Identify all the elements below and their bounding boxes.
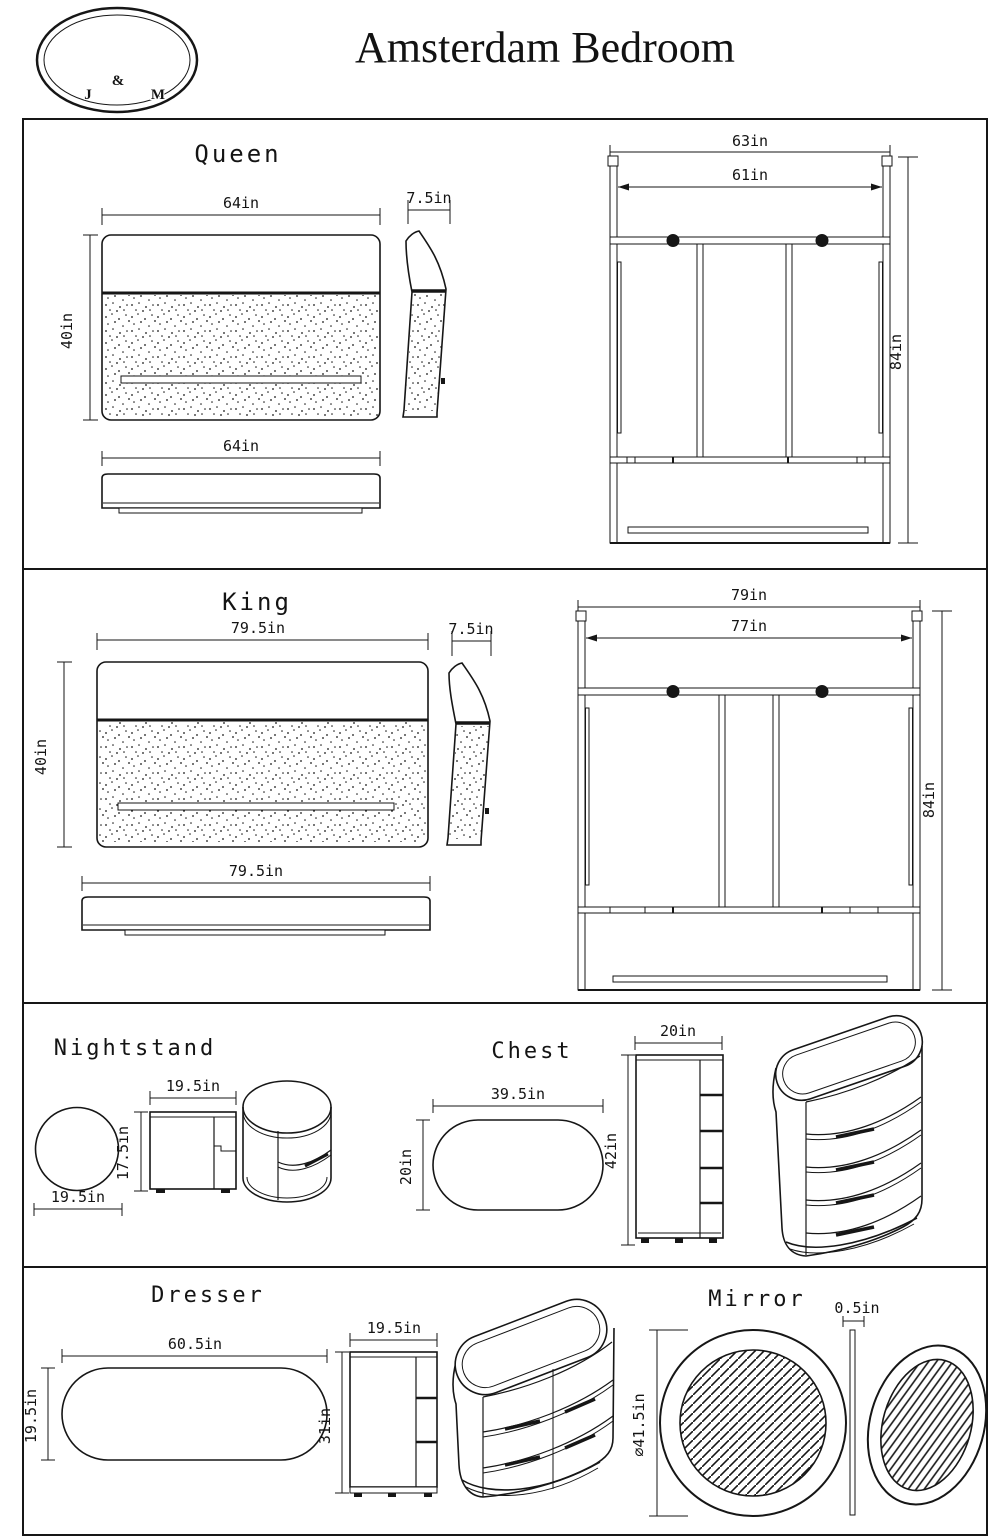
queen-frame-top-view: 63in 61in: [607, 132, 918, 544]
queen-footboard-view: 64in: [101, 437, 381, 514]
mirror-title: Mirror: [708, 1287, 805, 1312]
queen-headboard-side-view: 7.5in: [402, 189, 452, 418]
dresser-side-depth-dim: 19.5in: [367, 1319, 421, 1337]
chest-3d-view: [772, 1014, 924, 1257]
king-section: King 79.5in 40in 7.5in: [22, 568, 988, 1004]
chest-top-view: 39.5in 20in: [397, 1085, 604, 1211]
queen-frame-inner-width-dim: 61in: [732, 166, 768, 184]
chest-top-depth-dim: 20in: [397, 1149, 415, 1185]
nightstand-front-height-dim: 17.5in: [114, 1126, 132, 1180]
dresser-top-view: 60.5in 19.5in: [24, 1335, 328, 1461]
page-title: Amsterdam Bedroom: [354, 23, 736, 72]
nightstand-3d-view: [242, 1080, 332, 1203]
queen-headboard-height-dim: 40in: [58, 313, 76, 349]
nightstand-front-width-dim: 19.5in: [166, 1077, 220, 1095]
nightstand-title: Nightstand: [54, 1036, 216, 1061]
dresser-side-view: 19.5in 31in: [316, 1319, 438, 1497]
queen-headboard-width-dim: 64in: [223, 194, 259, 212]
queen-headboard-front-view: 64in 40in: [58, 194, 381, 421]
nightstand-chest-section: Nightstand 19.5in 19.5in 17.5in: [22, 1002, 988, 1268]
dresser-top-width-dim: 60.5in: [168, 1335, 222, 1353]
nightstand-top-diameter-dim: 19.5in: [51, 1188, 105, 1206]
king-frame-top-view: 79in 77in: [575, 586, 952, 991]
logo-letter-m: M: [151, 87, 165, 103]
king-footboard-width-dim: 79.5in: [229, 862, 283, 880]
dresser-top-depth-dim: 19.5in: [24, 1389, 40, 1443]
chest-height-dim: 42in: [602, 1133, 620, 1169]
chest-side-depth-dim: 20in: [660, 1022, 696, 1040]
logo-ellipse-inner: [43, 14, 191, 106]
king-title: King: [222, 588, 292, 616]
mirror-3d-view: [866, 1344, 986, 1506]
chest-top-width-dim: 39.5in: [491, 1085, 545, 1103]
nightstand-top-view: 19.5in: [33, 1106, 123, 1216]
queen-footboard-width-dim: 64in: [223, 437, 259, 455]
nightstand-front-view: 19.5in 17.5in: [114, 1077, 237, 1193]
mirror-thickness-dim: 0.5in: [834, 1299, 879, 1317]
dresser-title: Dresser: [151, 1283, 265, 1308]
mirror-side-view: 0.5in: [834, 1299, 880, 1516]
logo-letter-j: J: [84, 87, 92, 103]
dresser-height-dim: 31in: [316, 1408, 334, 1444]
king-headboard-height-dim: 40in: [32, 739, 50, 775]
king-footboard-view: 79.5in: [81, 862, 431, 936]
king-headboard-depth-dim: 7.5in: [448, 620, 493, 638]
mirror-diameter-dim: ⌀41.5in: [630, 1393, 648, 1456]
chest-side-view: 20in 42in: [602, 1022, 724, 1246]
queen-drawing: Queen 64in 40in 7.5in: [58, 132, 918, 544]
king-headboard-front-view: 79.5in 40in: [32, 619, 429, 848]
jm-logo: J & M: [35, 6, 199, 114]
king-frame-inner-width-dim: 77in: [731, 617, 767, 635]
logo-ampersand: &: [112, 73, 125, 89]
dresser-mirror-section: Dresser 60.5in 19.5in 19.5in 31in: [22, 1266, 988, 1536]
dresser-3d-view: [452, 1298, 615, 1498]
king-frame-length-dim: 84in: [920, 782, 938, 818]
dresser-mirror-drawing: Dresser 60.5in 19.5in 19.5in 31in: [24, 1283, 986, 1517]
queen-frame-length-dim: 84in: [887, 334, 905, 370]
queen-frame-outer-width-dim: 63in: [732, 132, 768, 150]
king-drawing: King 79.5in 40in 7.5in: [32, 586, 952, 991]
chest-title: Chest: [491, 1039, 572, 1064]
queen-section: Queen 64in 40in 7.5in: [22, 118, 988, 570]
logo-ellipse-outer: [35, 6, 199, 114]
king-frame-outer-width-dim: 79in: [731, 586, 767, 604]
king-headboard-side-view: 7.5in: [446, 620, 494, 846]
king-headboard-width-dim: 79.5in: [231, 619, 285, 637]
queen-title: Queen: [194, 140, 281, 168]
queen-headboard-depth-dim: 7.5in: [406, 189, 451, 207]
nightstand-chest-drawing: Nightstand 19.5in 19.5in 17.5in: [33, 1014, 924, 1257]
mirror-front-view: ⌀41.5in: [630, 1329, 847, 1517]
